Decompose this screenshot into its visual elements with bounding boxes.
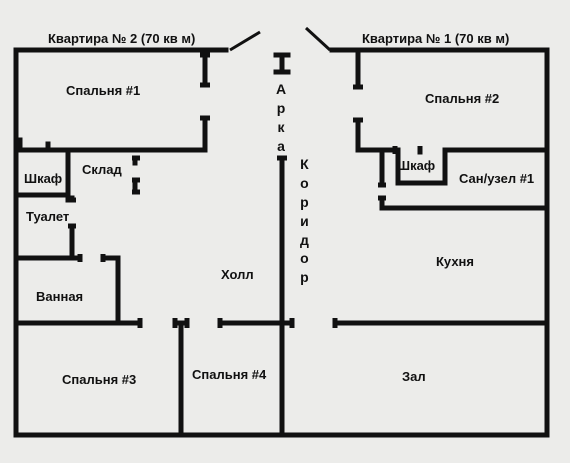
vertical-letter: о xyxy=(300,250,309,267)
room-bath: Ванная xyxy=(36,289,84,304)
room-hall: Холл xyxy=(221,267,254,282)
doors xyxy=(68,26,423,328)
room-storage: Склад xyxy=(82,162,122,177)
vertical-letter: К xyxy=(300,156,309,172)
room-bedroom-1: Спальня #1 xyxy=(66,83,141,98)
apartment-1-title: Квартира № 1 (70 кв м) xyxy=(362,31,510,46)
entrance-door-leaf xyxy=(304,26,332,52)
vertical-letter: р xyxy=(300,269,309,286)
vertical-letter: д xyxy=(300,231,309,248)
vertical-letter: и xyxy=(300,212,309,229)
room-wardrobe-right: Шкаф xyxy=(397,158,436,173)
room-bedroom-3: Спальня #3 xyxy=(62,372,137,387)
room-bathroom-unit-1: Сан/узел #1 xyxy=(459,171,535,186)
vertical-letter: о xyxy=(300,174,309,191)
room-kitchen: Кухня xyxy=(436,254,474,269)
vertical-letter: р xyxy=(276,99,286,116)
vertical-letter: а xyxy=(277,137,285,154)
room-bedroom-4: Спальня #4 xyxy=(192,367,267,382)
room-wardrobe-left: Шкаф xyxy=(24,171,63,186)
room-bedroom-2: Спальня #2 xyxy=(425,91,500,106)
apartment-2-title: Квартира № 2 (70 кв м) xyxy=(48,31,196,46)
room-living-room: Зал xyxy=(402,369,426,384)
vertical-letter: р xyxy=(300,193,309,210)
vertical-letter: к xyxy=(277,118,285,135)
vertical-letter: А xyxy=(276,81,287,97)
room-toilet: Туалет xyxy=(26,209,70,224)
entrance-door-leaf xyxy=(229,30,261,52)
